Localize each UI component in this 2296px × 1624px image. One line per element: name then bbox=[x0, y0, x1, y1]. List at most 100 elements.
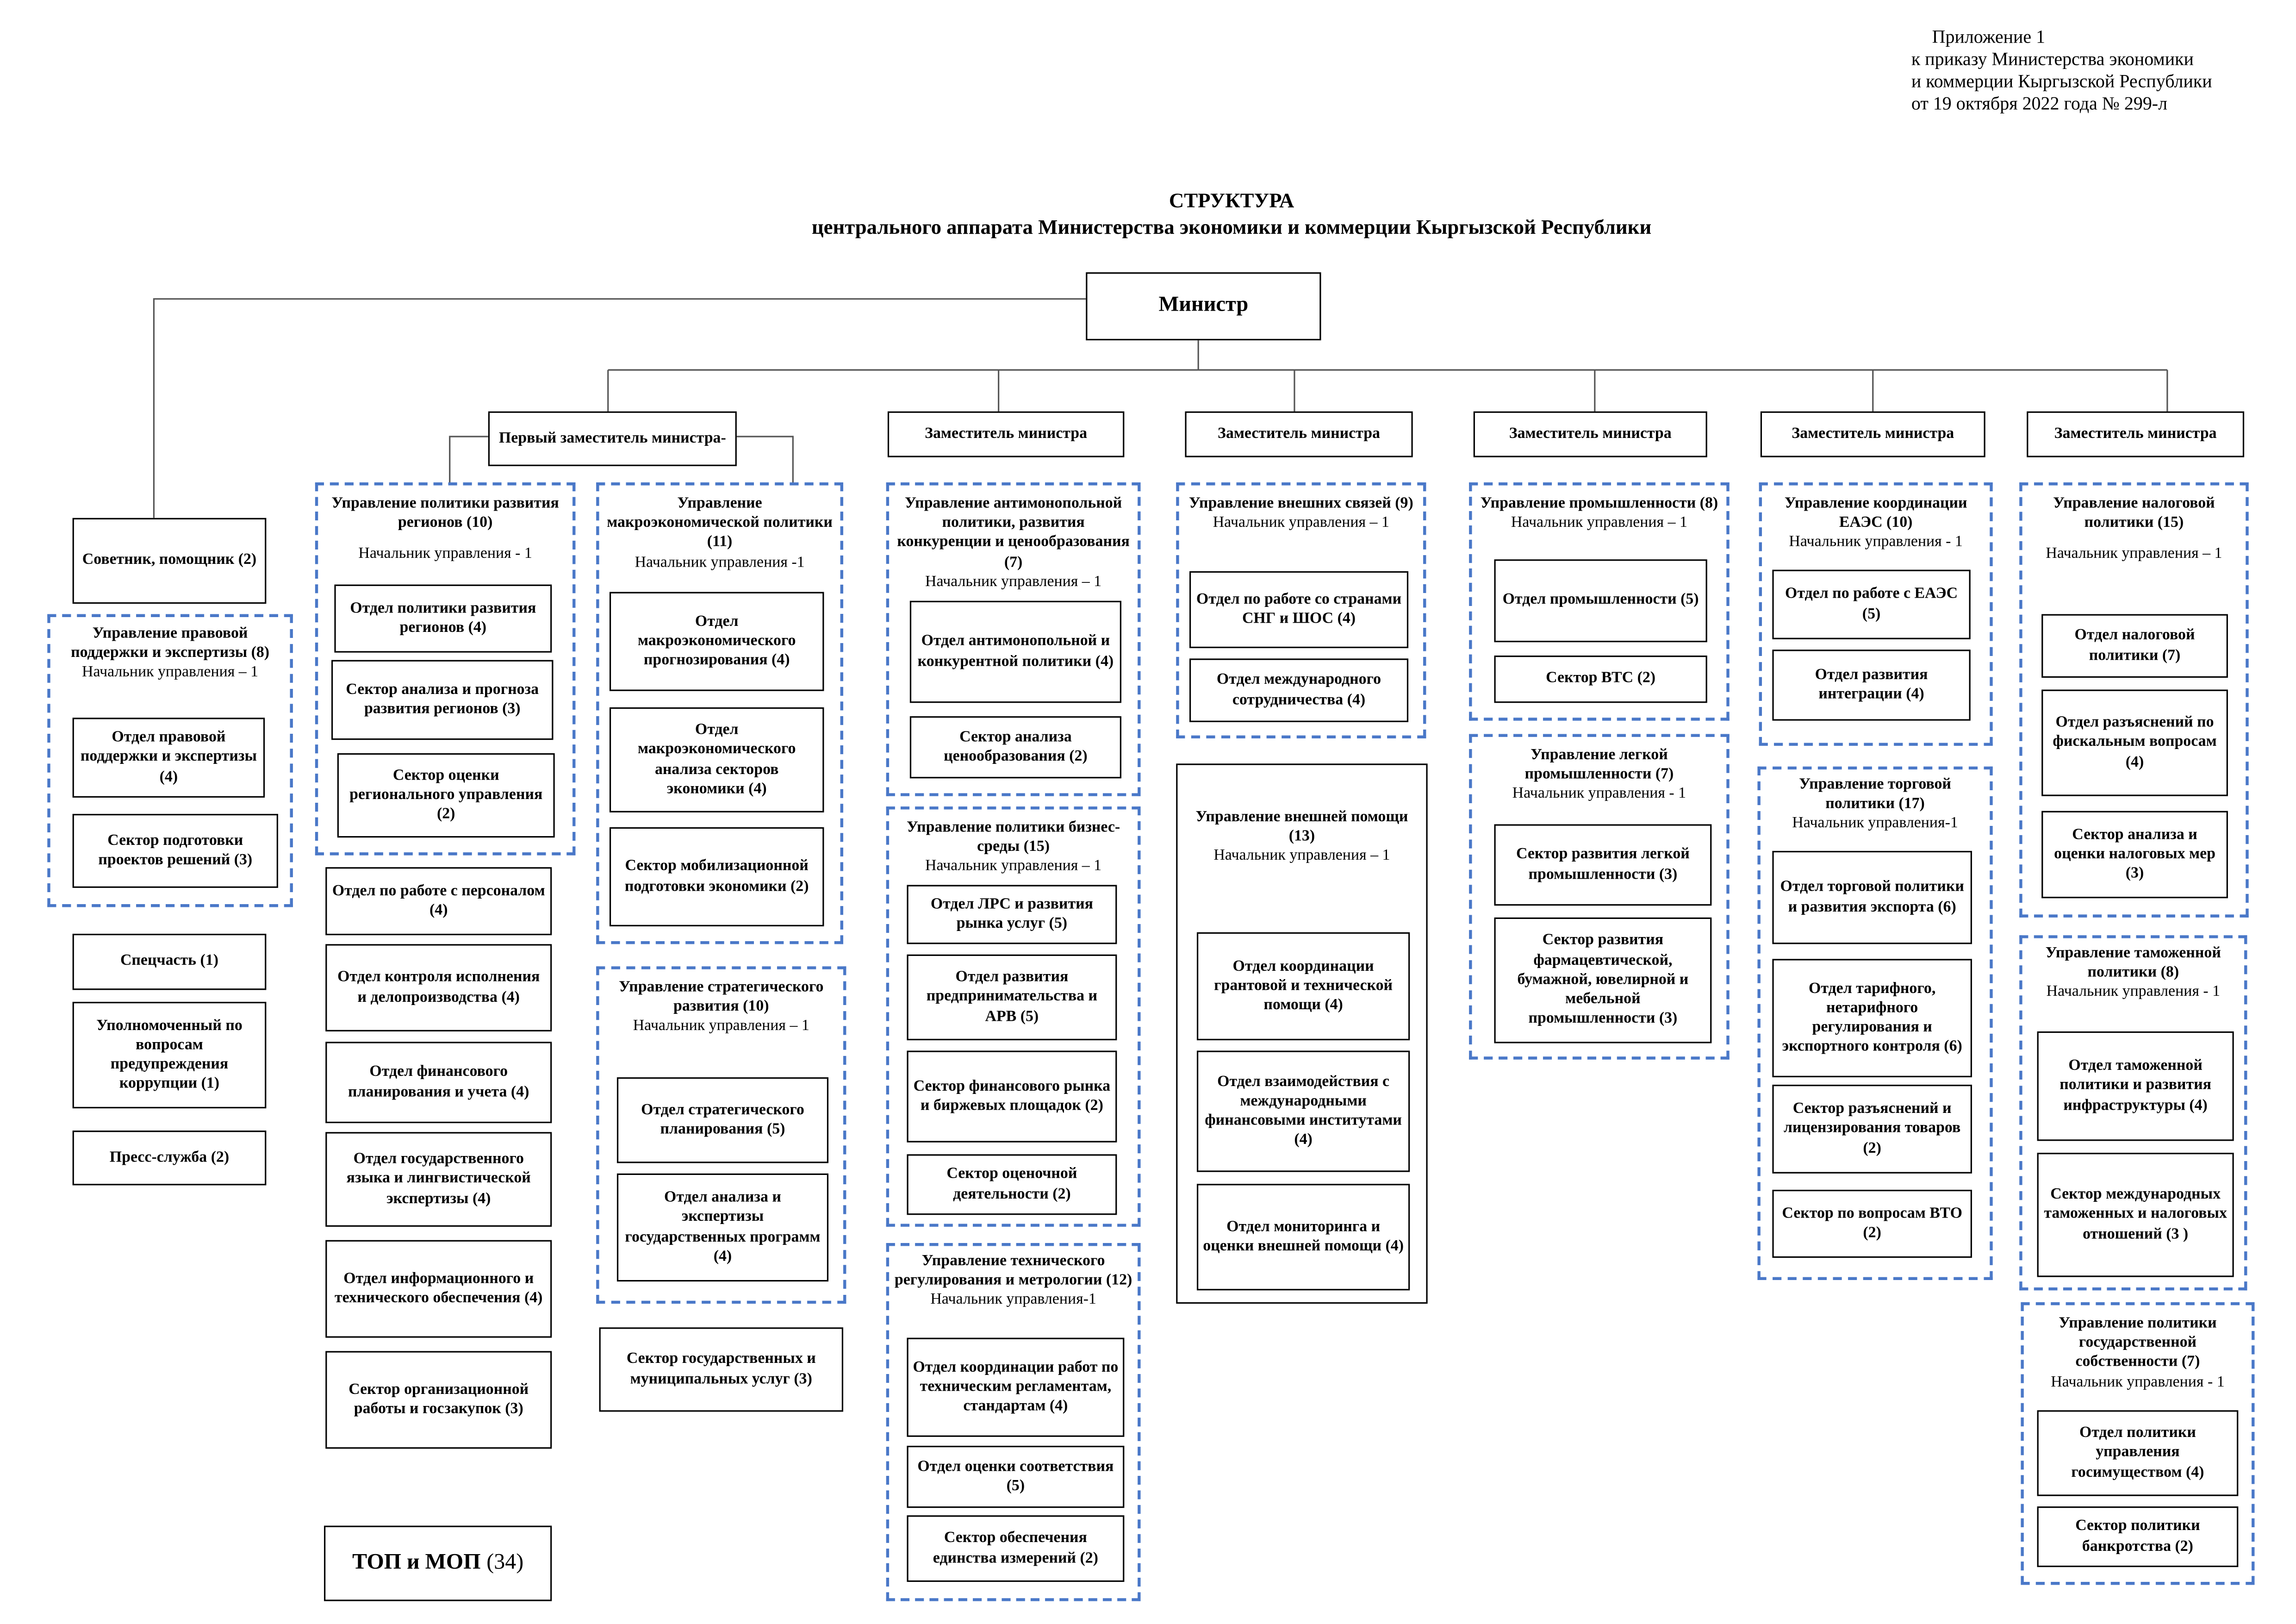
antimonopoly-unit-2: Сектор анализа ценообразования (2) bbox=[909, 716, 1121, 779]
antimonopoly-department-group bbox=[886, 482, 1141, 796]
legal-department-name: Управление правовой поддержки и эксперти… bbox=[71, 626, 270, 662]
external-department-name: Управление внешних связей (9) bbox=[1188, 495, 1413, 512]
aid-unit-1: Отдел координации грантовой и техническо… bbox=[1196, 932, 1410, 1041]
property-unit-2: Сектор политики банкротства (2) bbox=[2037, 1506, 2239, 1568]
language-unit: Отдел государственного языка и лингвисти… bbox=[325, 1132, 552, 1227]
special-unit-box: Спецчасть (1) bbox=[72, 933, 267, 990]
macro-unit-1: Отдел макроэкономического прогнозировани… bbox=[609, 592, 824, 691]
trade-department-group bbox=[1757, 766, 1993, 1280]
trade-unit-3: Сектор разъяснений и лицензирования това… bbox=[1772, 1085, 1972, 1174]
tax-department-head: Начальник управления – 1 bbox=[2046, 546, 2222, 563]
finance-unit: Отдел финансового планирования и учета (… bbox=[325, 1042, 552, 1124]
customs-unit-1: Отдел таможенной политики и развития инф… bbox=[2037, 1031, 2234, 1141]
macro-department-name: Управление макроэкономической политики (… bbox=[607, 495, 833, 551]
technical-department-name: Управление технического регулирования и … bbox=[894, 1253, 1132, 1289]
deputy-box-2: Заместитель министра bbox=[1185, 411, 1413, 457]
top-mop-count: (34) bbox=[486, 1550, 524, 1574]
customs-department-group bbox=[2019, 935, 2247, 1291]
legal-department-head: Начальник управления – 1 bbox=[82, 665, 259, 681]
business-unit-1: Отдел ЛРС и развития рынка услуг (5) bbox=[907, 885, 1117, 944]
tax-department-name: Управление налоговой политики (15) bbox=[2053, 495, 2215, 532]
municipal-services-sector: Сектор государственных и муниципальных у… bbox=[599, 1327, 844, 1412]
aid-department-header: Управление внешней помощи (13) Начальник… bbox=[1183, 808, 1420, 867]
legal-department-group bbox=[47, 614, 293, 907]
aid-unit-3: Отдел мониторинга и оценки внешней помощ… bbox=[1196, 1184, 1410, 1291]
external-unit-2: Отдел международного сотрудничества (4) bbox=[1189, 658, 1409, 722]
regions-department-header: Управление политики развития регионов (1… bbox=[323, 494, 568, 565]
annex-line-2: к приказу Министерства экономики bbox=[1911, 49, 2194, 70]
macro-unit-3: Сектор мобилизационной подготовки эконом… bbox=[609, 827, 824, 927]
light-industry-department-name: Управление легкой промышленности (7) bbox=[1524, 747, 1674, 783]
technical-department-head: Начальник управления-1 bbox=[930, 1292, 1096, 1309]
tax-unit-1: Отдел налоговой политики (7) bbox=[2041, 614, 2228, 678]
strategic-department-group bbox=[596, 966, 846, 1304]
strategic-unit-1: Отдел стратегического планирования (5) bbox=[616, 1077, 829, 1163]
advisor-box: Советник, помощник (2) bbox=[72, 518, 267, 604]
antimonopoly-department-head: Начальник управления – 1 bbox=[925, 574, 1102, 590]
customs-department-head: Начальник управления - 1 bbox=[2046, 984, 2221, 1001]
light-industry-department-header: Управление легкой промышленности (7) Нач… bbox=[1476, 746, 1722, 805]
business-department-head: Начальник управления – 1 bbox=[925, 859, 1102, 875]
antimonopoly-department-header: Управление антимонопольной политики, раз… bbox=[894, 494, 1133, 592]
industry-unit-2: Сектор ВТС (2) bbox=[1494, 656, 1707, 703]
press-service-box: Пресс-служба (2) bbox=[72, 1131, 267, 1186]
industry-department-header: Управление промышленности (8) Начальник … bbox=[1476, 494, 1722, 533]
external-unit-1: Отдел по работе со странами СНГ и ШОС (4… bbox=[1189, 571, 1409, 649]
eaeu-department-name: Управление координации ЕАЭС (10) bbox=[1784, 495, 1967, 532]
technical-department-header: Управление технического регулирования и … bbox=[894, 1252, 1133, 1311]
light-industry-department-group bbox=[1469, 734, 1730, 1060]
top-mop-label: ТОП и МОП bbox=[352, 1550, 481, 1574]
industry-department-group bbox=[1469, 482, 1730, 721]
document-title: СТРУКТУРА центрального аппарата Министер… bbox=[562, 189, 1901, 243]
trade-department-name: Управление торговой политики (17) bbox=[1799, 777, 1951, 813]
antimonopoly-unit-1: Отдел антимонопольной и конкурентной пол… bbox=[909, 600, 1121, 703]
business-department-header: Управление политики бизнес-среды (15) На… bbox=[894, 818, 1133, 877]
property-department-head: Начальник управления - 1 bbox=[2051, 1374, 2225, 1391]
trade-department-header: Управление торговой политики (17) Началь… bbox=[1765, 775, 1985, 834]
control-unit: Отдел контроля исполнения и делопроизвод… bbox=[325, 944, 552, 1031]
it-support-unit: Отдел информационного и технического обе… bbox=[325, 1240, 552, 1338]
light-industry-department-head: Начальник управления - 1 bbox=[1512, 786, 1686, 803]
light-industry-unit-1: Сектор развития легкой промышленности (3… bbox=[1494, 824, 1712, 906]
regions-unit-1: Отдел политики развития регионов (4) bbox=[334, 584, 552, 653]
title-line-2: центрального аппарата Министерства эконо… bbox=[811, 217, 1652, 240]
legal-department-header: Управление правовой поддержки и эксперти… bbox=[59, 625, 281, 683]
technical-unit-2: Отдел оценки соответствия (5) bbox=[907, 1445, 1125, 1508]
trade-unit-2: Отдел тарифного, нетарифного регулирован… bbox=[1772, 959, 1972, 1078]
business-department-group bbox=[886, 806, 1141, 1227]
macro-department-group bbox=[596, 482, 844, 944]
customs-department-header: Управление таможенной политики (8) Начал… bbox=[2027, 944, 2240, 1003]
procurement-unit: Сектор организационной работы и госзакуп… bbox=[325, 1351, 552, 1449]
industry-unit-1: Отдел промышленности (5) bbox=[1494, 559, 1707, 643]
strategic-unit-2: Отдел анализа и экспертизы государственн… bbox=[616, 1173, 829, 1282]
annex-line-1: Приложение 1 bbox=[1932, 26, 2046, 48]
tax-unit-3: Сектор анализа и оценки налоговых мер (3… bbox=[2041, 811, 2228, 899]
business-unit-4: Сектор оценочной деятельности (2) bbox=[907, 1154, 1117, 1215]
annex-line-3: и коммерции Кыргызской Республики bbox=[1911, 71, 2212, 92]
regions-unit-2: Сектор анализа и прогноза развития регио… bbox=[331, 660, 554, 740]
business-unit-2: Отдел развития предпринимательства и АРВ… bbox=[907, 954, 1117, 1041]
trade-department-head: Начальник управления-1 bbox=[1792, 816, 1958, 832]
strategic-department-head: Начальник управления – 1 bbox=[633, 1018, 809, 1035]
first-deputy-box: Первый заместитель министра- bbox=[488, 411, 737, 466]
strategic-department-name: Управление стратегического развития (10) bbox=[619, 980, 824, 1016]
light-industry-unit-2: Сектор развития фармацевтической, бумажн… bbox=[1494, 917, 1712, 1043]
property-department-group bbox=[2021, 1302, 2255, 1585]
macro-department-head: Начальник управления -1 bbox=[635, 554, 805, 571]
macro-department-header: Управление макроэкономической политики (… bbox=[604, 494, 836, 573]
industry-department-head: Начальник управления – 1 bbox=[1511, 515, 1687, 532]
trade-unit-4: Сектор по вопросам ВТО (2) bbox=[1772, 1189, 1972, 1258]
regions-department-head: Начальник управления - 1 bbox=[358, 546, 532, 563]
eaeu-unit-2: Отдел развития интеграции (4) bbox=[1772, 650, 1971, 721]
tax-unit-2: Отдел разъяснений по фискальным вопросам… bbox=[2041, 689, 2228, 796]
deputy-box-3: Заместитель министра bbox=[1473, 411, 1707, 457]
deputy-box-1: Заместитель министра bbox=[887, 411, 1125, 457]
tax-department-header: Управление налоговой политики (15) Начал… bbox=[2027, 494, 2241, 565]
deputy-box-5: Заместитель министра bbox=[2027, 411, 2245, 457]
property-department-header: Управление политики государственной собс… bbox=[2028, 1314, 2247, 1392]
strategic-department-header: Управление стратегического развития (10)… bbox=[604, 978, 839, 1037]
technical-department-group bbox=[886, 1243, 1141, 1601]
technical-unit-1: Отдел координации работ по техническим р… bbox=[907, 1337, 1125, 1437]
eaeu-department-group bbox=[1759, 482, 1993, 746]
